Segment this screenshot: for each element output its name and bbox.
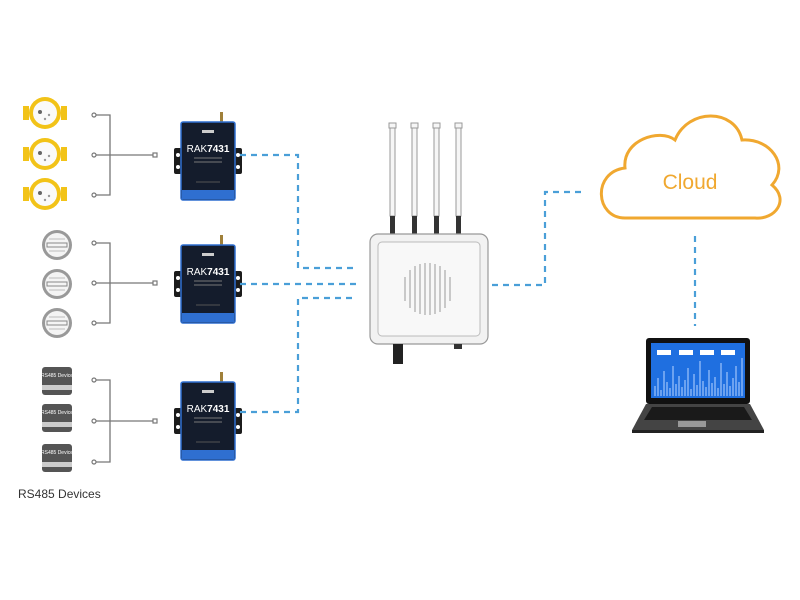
electricity-meter-icon (41, 307, 73, 339)
rs485-device-icon: RS485 Device (41, 367, 73, 395)
rs485-device-label: RS485 Device (41, 450, 73, 456)
water-meter-icon (23, 97, 67, 129)
rak-model-label: RAK7431 (187, 267, 230, 278)
rs485-devices-caption: RS485 Devices (18, 487, 101, 501)
rs485-device-label: RS485 Device (41, 373, 73, 379)
laptop-icon (632, 338, 764, 433)
rak7431-converter-icon: RAK7431 (173, 371, 243, 461)
rs485-device-label: RS485 Device (41, 410, 73, 416)
wiring (91, 112, 158, 465)
cloud-icon: Cloud (599, 114, 782, 220)
electricity-meter-icon (41, 268, 73, 300)
water-meter-icon (23, 178, 67, 210)
rak7431-converter-icon: RAK7431 (173, 234, 243, 324)
water-meter-icon (23, 138, 67, 170)
cloud-label: Cloud (663, 171, 718, 194)
rak-model-label: RAK7431 (187, 404, 230, 415)
rs485-device-icon: RS485 Device (41, 444, 73, 472)
rak-model-label: RAK7431 (187, 144, 230, 155)
electricity-meter-icon (41, 229, 73, 261)
lora-gateway-icon (369, 122, 489, 364)
wireless-links (240, 153, 697, 414)
rs485-device-icon: RS485 Device (41, 404, 73, 432)
rak7431-converter-icon: RAK7431 (173, 111, 243, 201)
